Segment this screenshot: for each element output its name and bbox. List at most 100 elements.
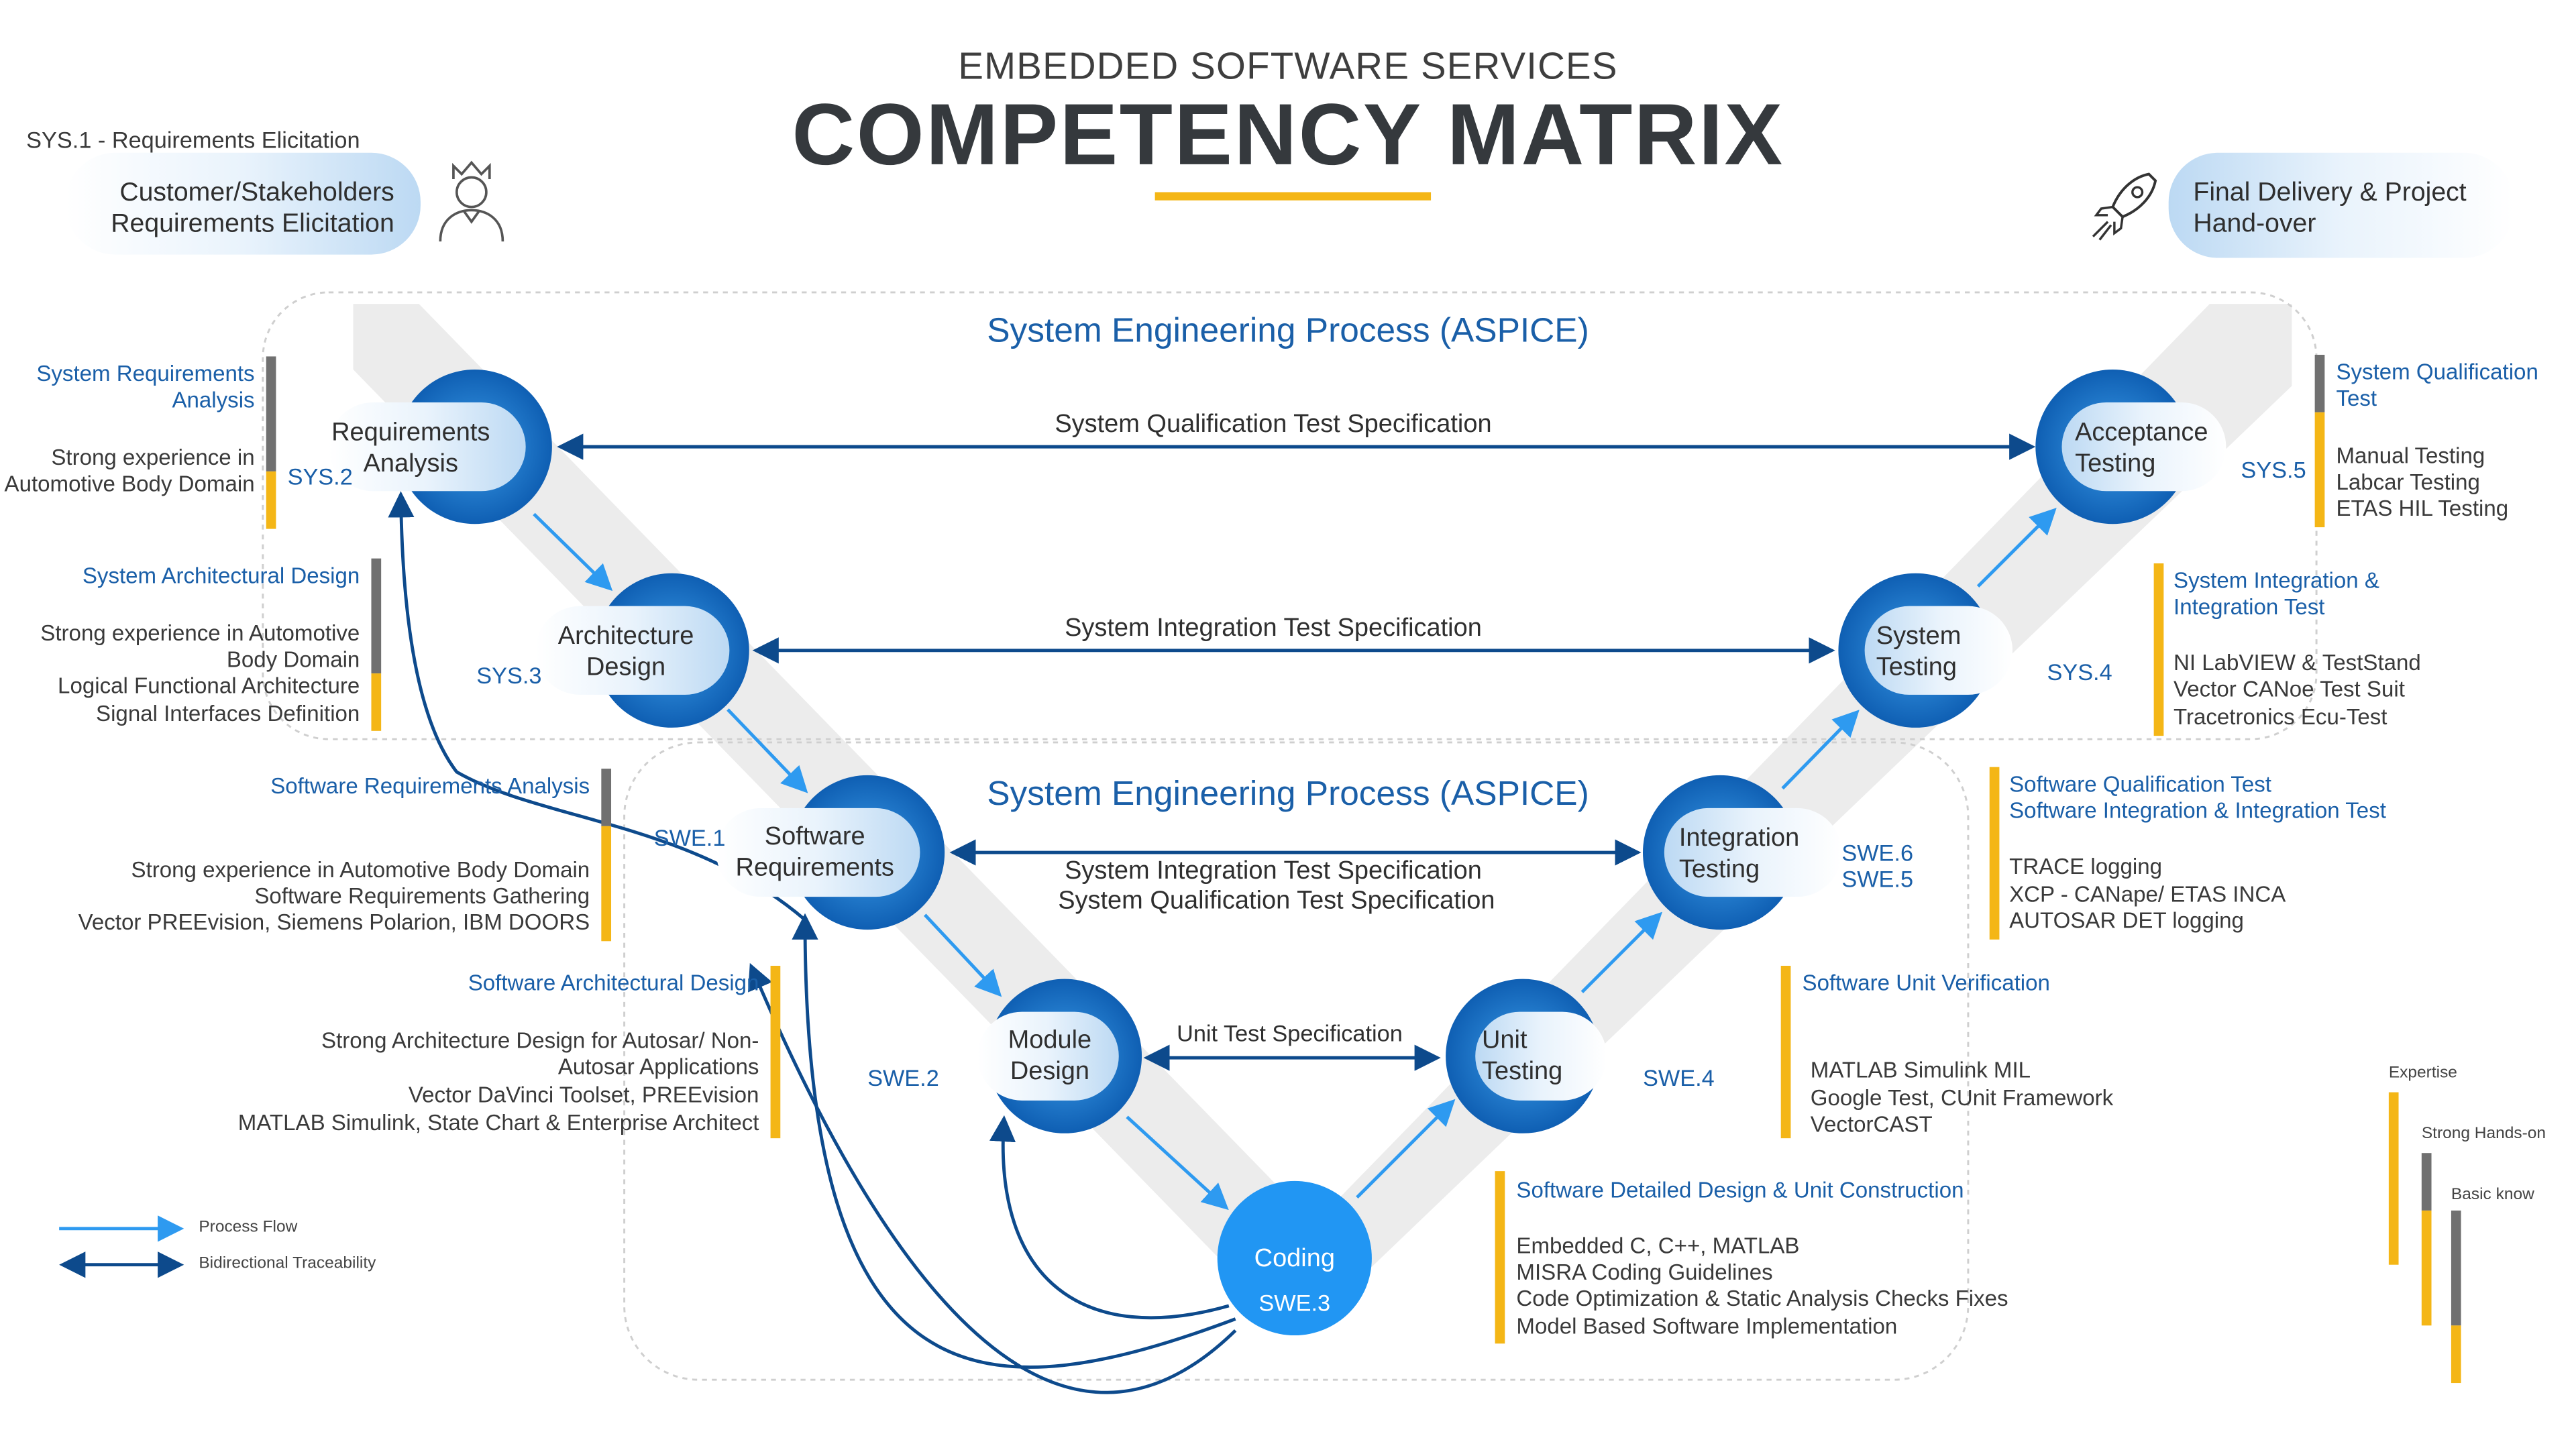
sys-qual-spec-label: System Qualification Test Specification	[1055, 410, 1492, 439]
sw-detail-item: MISRA Coding Guidelines	[1516, 1260, 1773, 1285]
level-bar-gold	[1989, 767, 2000, 940]
node-pill	[1475, 1011, 1607, 1101]
start-label: Customer/Stakeholders Requirements Elici…	[111, 178, 394, 239]
level-key-strong-bar-gold	[2421, 1210, 2432, 1326]
level-bar-gray	[2314, 354, 2325, 412]
sys-arch-item: Strong experience in Automotive Body Dom…	[40, 620, 360, 672]
node-module-design[interactable]: Module Design	[1008, 1026, 1092, 1086]
node-integration-testing[interactable]: Integration Testing	[1678, 824, 1800, 884]
sys-qual-title: System Qualification Test	[2336, 359, 2538, 411]
level-bar-gold	[371, 673, 382, 731]
finish-label: Final Delivery & Project Hand-over	[2193, 178, 2467, 239]
start-pill	[65, 152, 421, 255]
sw-req-item: Vector PREEvision, Siemens Polarion, IBM…	[78, 909, 590, 935]
level-bar-gold	[266, 471, 276, 529]
sw-qual-item: XCP - CANape/ ETAS INCA	[2009, 882, 2286, 907]
node-acceptance-testing[interactable]: Acceptance Testing	[2075, 419, 2208, 478]
code-sys3: SYS.3	[476, 661, 542, 689]
unit-spec-label: Unit Test Specification	[1177, 1019, 1403, 1047]
legend-process-flow: Process Flow	[199, 1219, 298, 1237]
level-bar-gold	[1495, 1171, 1505, 1344]
sw-detail-item: Code Optimization & Static Analysis Chec…	[1516, 1286, 2008, 1311]
level-bar-gold	[601, 826, 612, 942]
sys-qual-item: Labcar Testing	[2336, 469, 2480, 495]
sys-int-spec-label: System Integration Test Specification	[1065, 614, 1482, 643]
node-requirements-analysis[interactable]: Requirements Analysis	[331, 419, 490, 478]
node-pill	[1864, 606, 2013, 695]
system-section-title: System Engineering Process (ASPICE)	[987, 312, 1589, 350]
level-bar-gray	[266, 356, 276, 471]
person-icon	[439, 160, 504, 242]
sw-arch-item: MATLAB Simulink, State Chart & Enterpris…	[237, 1110, 759, 1135]
code-swe3: SWE.3	[1258, 1289, 1331, 1316]
sys-req-title: System Requirements Analysis	[36, 361, 255, 412]
finish-pill	[2168, 152, 2514, 258]
title-underline	[1155, 192, 1432, 201]
node-pill	[977, 1011, 1119, 1101]
sw-detail-item: Embedded C, C++, MATLAB	[1516, 1233, 1800, 1258]
sw-qual-title: Software Qualification Test	[2009, 772, 2271, 797]
code-swe2: SWE.2	[867, 1064, 939, 1091]
sw-unit-item: Google Test, CUnit Framework	[1810, 1085, 2114, 1111]
level-key-strong-bar-gray	[2421, 1153, 2432, 1211]
level-basic-label: Basic know	[2451, 1186, 2534, 1205]
node-unit-testing[interactable]: Unit Testing	[1481, 1026, 1563, 1086]
sw-unit-item: VectorCAST	[1810, 1111, 1933, 1137]
software-section-title: System Engineering Process (ASPICE)	[987, 775, 1589, 814]
sys-int-item: NI LabVIEW & TestStand	[2174, 650, 2421, 675]
level-expertise-label: Expertise	[2388, 1064, 2457, 1082]
sw-detail-item: Model Based Software Implementation	[1516, 1314, 1898, 1339]
sw-req-item: Software Requirements Gathering	[254, 883, 590, 909]
level-strong-label: Strong Hands-on	[2421, 1125, 2546, 1144]
sw-qual-item: TRACE logging	[2009, 854, 2162, 879]
sw-int-spec-label: System Integration Test Specification	[1065, 857, 1482, 886]
sw-req-title: Software Requirements Analysis	[270, 773, 590, 799]
node-pill	[328, 402, 526, 492]
sw-arch-item: Vector DaVinci Toolset, PREEvision	[408, 1082, 759, 1107]
sys-arch-item: Logical Functional Architecture	[58, 673, 360, 698]
level-bar-gold	[2153, 563, 2164, 736]
level-key-expertise-bar	[2388, 1092, 2399, 1265]
legend-bidirectional: Bidirectional Traceability	[199, 1255, 376, 1273]
node-pill	[1664, 808, 1842, 897]
sys-int-title: System Integration & Integration Test	[2174, 568, 2379, 620]
page-subtitle: EMBEDDED SOFTWARE SERVICES	[958, 44, 1618, 87]
sw-req-item: Strong experience in Automotive Body Dom…	[131, 857, 590, 883]
code-swe5: SWE.5	[1841, 865, 1914, 892]
sw-unit-item: MATLAB Simulink MIL	[1810, 1058, 2031, 1082]
sw-qual-item: AUTOSAR DET logging	[2009, 908, 2244, 934]
level-bar-gold	[770, 966, 781, 1139]
node-architecture-design[interactable]: Architecture Design	[557, 622, 694, 682]
node-pill	[2061, 402, 2226, 492]
sys-arch-title: System Architectural Design	[82, 563, 360, 588]
start-code-label: SYS.1 - Requirements Elicitation	[26, 126, 360, 153]
code-sys2: SYS.2	[287, 463, 353, 490]
level-bar-gray	[601, 769, 612, 826]
software-container	[623, 741, 1970, 1381]
node-coding[interactable]: Coding	[1254, 1245, 1335, 1273]
sw-arch-title: Software Architectural Design	[468, 970, 759, 996]
level-key-basic-bar-gold	[2451, 1325, 2461, 1384]
code-swe1: SWE.1	[653, 824, 726, 851]
node-software-requirements[interactable]: Software Requirements	[735, 822, 894, 883]
level-bar-gold	[1780, 966, 1791, 1139]
sw-detail-title: Software Detailed Design & Unit Construc…	[1516, 1177, 1964, 1203]
level-bar-gray	[371, 558, 382, 674]
sw-unit-title: Software Unit Verification	[1802, 970, 2050, 996]
code-sys5: SYS.5	[2241, 456, 2306, 484]
node-pill	[716, 808, 920, 897]
page-title: COMPETENCY MATRIX	[792, 87, 1784, 184]
level-key-basic-bar-gray	[2451, 1210, 2461, 1326]
node-system-testing[interactable]: System Testing	[1876, 622, 1962, 682]
sys-qual-item: Manual Testing	[2336, 443, 2485, 468]
sys-int-item: Vector CANoe Test Suit	[2174, 676, 2405, 702]
level-bar-gold	[2314, 412, 2325, 528]
node-pill	[535, 606, 730, 695]
sys-qual-item: ETAS HIL Testing	[2336, 496, 2509, 521]
rocket-icon	[2092, 172, 2157, 241]
sys-req-item: Strong experience in Automotive Body Dom…	[4, 445, 255, 496]
sw-int-title: Software Integration & Integration Test	[2009, 798, 2386, 823]
code-sys4: SYS.4	[2047, 659, 2112, 685]
sw-qual-spec-label: System Qualification Test Specification	[1058, 887, 1495, 915]
sw-arch-item: Strong Architecture Design for Autosar/ …	[321, 1028, 759, 1079]
